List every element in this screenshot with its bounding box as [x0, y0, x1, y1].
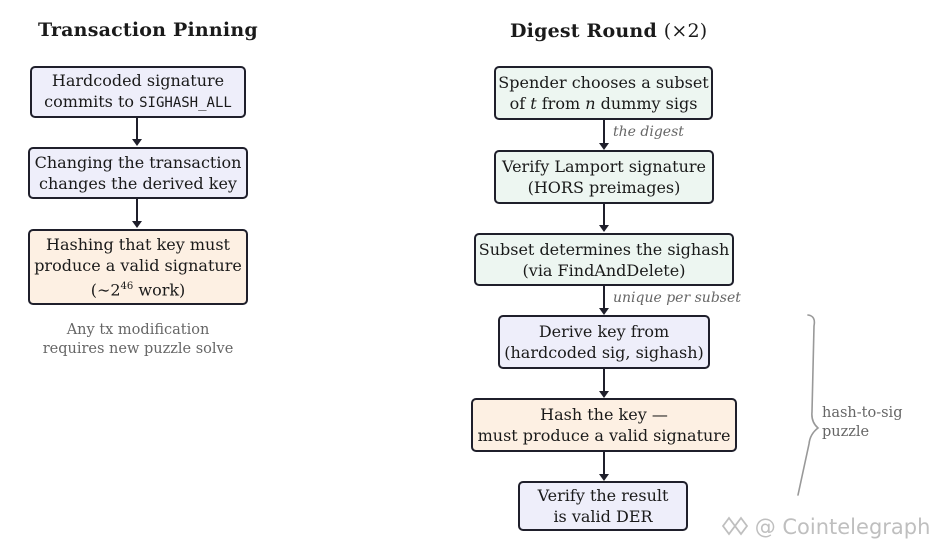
- left-title: Transaction Pinning: [38, 19, 258, 41]
- box-line: Changing the transaction: [34, 153, 242, 172]
- box-line: produce a valid signature: [34, 255, 242, 275]
- text-fragment: dummy sigs: [595, 94, 698, 113]
- title-text: Digest Round: [510, 20, 657, 42]
- box-line: (hardcoded sig, sighash): [504, 343, 704, 362]
- note-line: hash-to-sig: [822, 405, 903, 421]
- box-line: (via FindAndDelete): [522, 260, 686, 280]
- edge-label-digest: the digest: [613, 124, 684, 140]
- text-fragment: from: [536, 94, 586, 113]
- box-line: is valid DER: [553, 507, 653, 526]
- box-line: Spender chooses a subset: [498, 73, 709, 92]
- curly-brace: [797, 314, 820, 496]
- edge-label-unique: unique per subset: [613, 290, 741, 306]
- text-fragment: work): [133, 280, 186, 300]
- exponent: 46: [120, 280, 134, 292]
- box-line: Verify the result: [537, 486, 669, 505]
- sighash-all-code: SIGHASH_ALL: [139, 95, 232, 111]
- right-title: Digest Round (×2): [510, 20, 707, 42]
- box-line: Verify Lamport signature: [502, 157, 707, 176]
- hashing-key-box: Hashing that key must produce a valid si…: [28, 229, 248, 305]
- box-line: Hardcoded signature: [51, 71, 225, 90]
- note-line: Any tx modification: [66, 322, 210, 338]
- text-fragment: commits to: [44, 92, 140, 111]
- at-sign: @: [754, 515, 776, 539]
- note-line: requires new puzzle solve: [42, 341, 234, 357]
- box-line: Hashing that key must: [46, 234, 230, 254]
- box-line: Subset determines the sighash: [478, 239, 730, 259]
- box-line: (HORS preimages): [527, 178, 681, 197]
- left-footnote: Any tx modification requires new puzzle …: [28, 321, 248, 359]
- box-line: changes the derived key: [39, 174, 237, 193]
- text-fragment: of: [509, 94, 531, 113]
- verify-lamport-box: Verify Lamport signature (HORS preimages…: [494, 150, 714, 204]
- box-line: of t from n dummy sigs: [510, 93, 698, 114]
- hash-the-key-box: Hash the key — must produce a valid sign…: [471, 398, 737, 452]
- hardcoded-signature-box: Hardcoded signature commits to SIGHASH_A…: [30, 66, 246, 118]
- derive-key-box: Derive key from (hardcoded sig, sighash): [498, 315, 710, 369]
- box-line: Hash the key —: [540, 405, 668, 424]
- cointelegraph-logo-icon: [721, 516, 749, 536]
- cointelegraph-watermark: @ Cointelegraph: [721, 515, 931, 539]
- watermark-text: Cointelegraph: [782, 515, 931, 539]
- box-line: (∼246 work): [91, 276, 186, 300]
- verify-der-box: Verify the result is valid DER: [518, 481, 688, 531]
- title-suffix: (×2): [663, 20, 708, 42]
- box-line: Derive key from: [538, 322, 670, 341]
- variable-n: n: [585, 94, 596, 113]
- subset-sighash-box: Subset determines the sighash (via FindA…: [474, 233, 734, 286]
- changing-transaction-box: Changing the transaction changes the der…: [28, 147, 248, 199]
- variable-t: t: [530, 94, 537, 113]
- text-fragment: (∼2: [90, 280, 121, 300]
- box-line: commits to SIGHASH_ALL: [44, 91, 232, 114]
- spender-chooses-subset-box: Spender chooses a subset of t from n dum…: [494, 66, 713, 120]
- box-line: must produce a valid signature: [477, 426, 731, 445]
- brace-label: hash-to-sig puzzle: [822, 404, 902, 442]
- note-line: puzzle: [822, 424, 870, 440]
